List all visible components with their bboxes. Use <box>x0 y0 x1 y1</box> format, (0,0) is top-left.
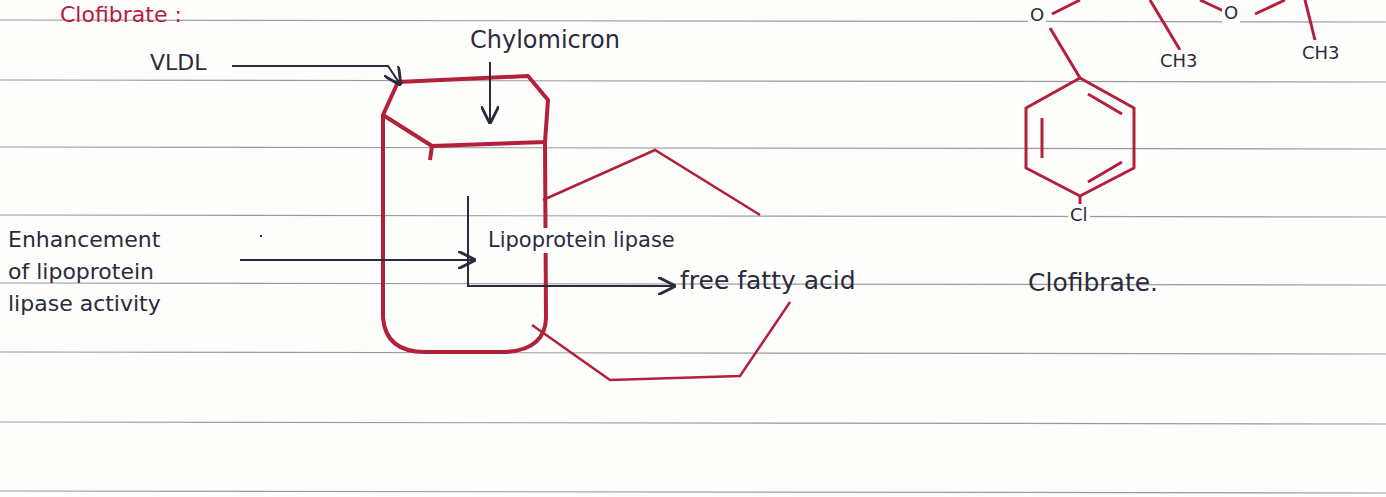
page-heading: Clofibrate : <box>60 2 182 28</box>
atom-label: O <box>1222 2 1240 24</box>
lipoprotein-name: VLDL <box>150 50 207 76</box>
vessel-cylinder <box>383 76 548 352</box>
drug-name: Clofibrate. <box>1028 268 1158 298</box>
atom-label: Cl <box>1068 204 1090 226</box>
clofibrate-structure <box>1026 0 1315 205</box>
group-label: CH3 <box>1300 42 1342 64</box>
ruled-lines <box>0 20 1386 493</box>
membrane-outline <box>532 150 790 380</box>
annotation-note: Enhancement of lipoprotein lipase activi… <box>8 224 178 320</box>
atom-label: O <box>1028 4 1046 26</box>
product-name: free fatty acid <box>680 266 856 296</box>
lipoprotein-name: Chylomicron <box>468 26 622 55</box>
group-label: CH3 <box>1158 50 1200 72</box>
enzyme-name: Lipoprotein lipase <box>486 228 677 253</box>
